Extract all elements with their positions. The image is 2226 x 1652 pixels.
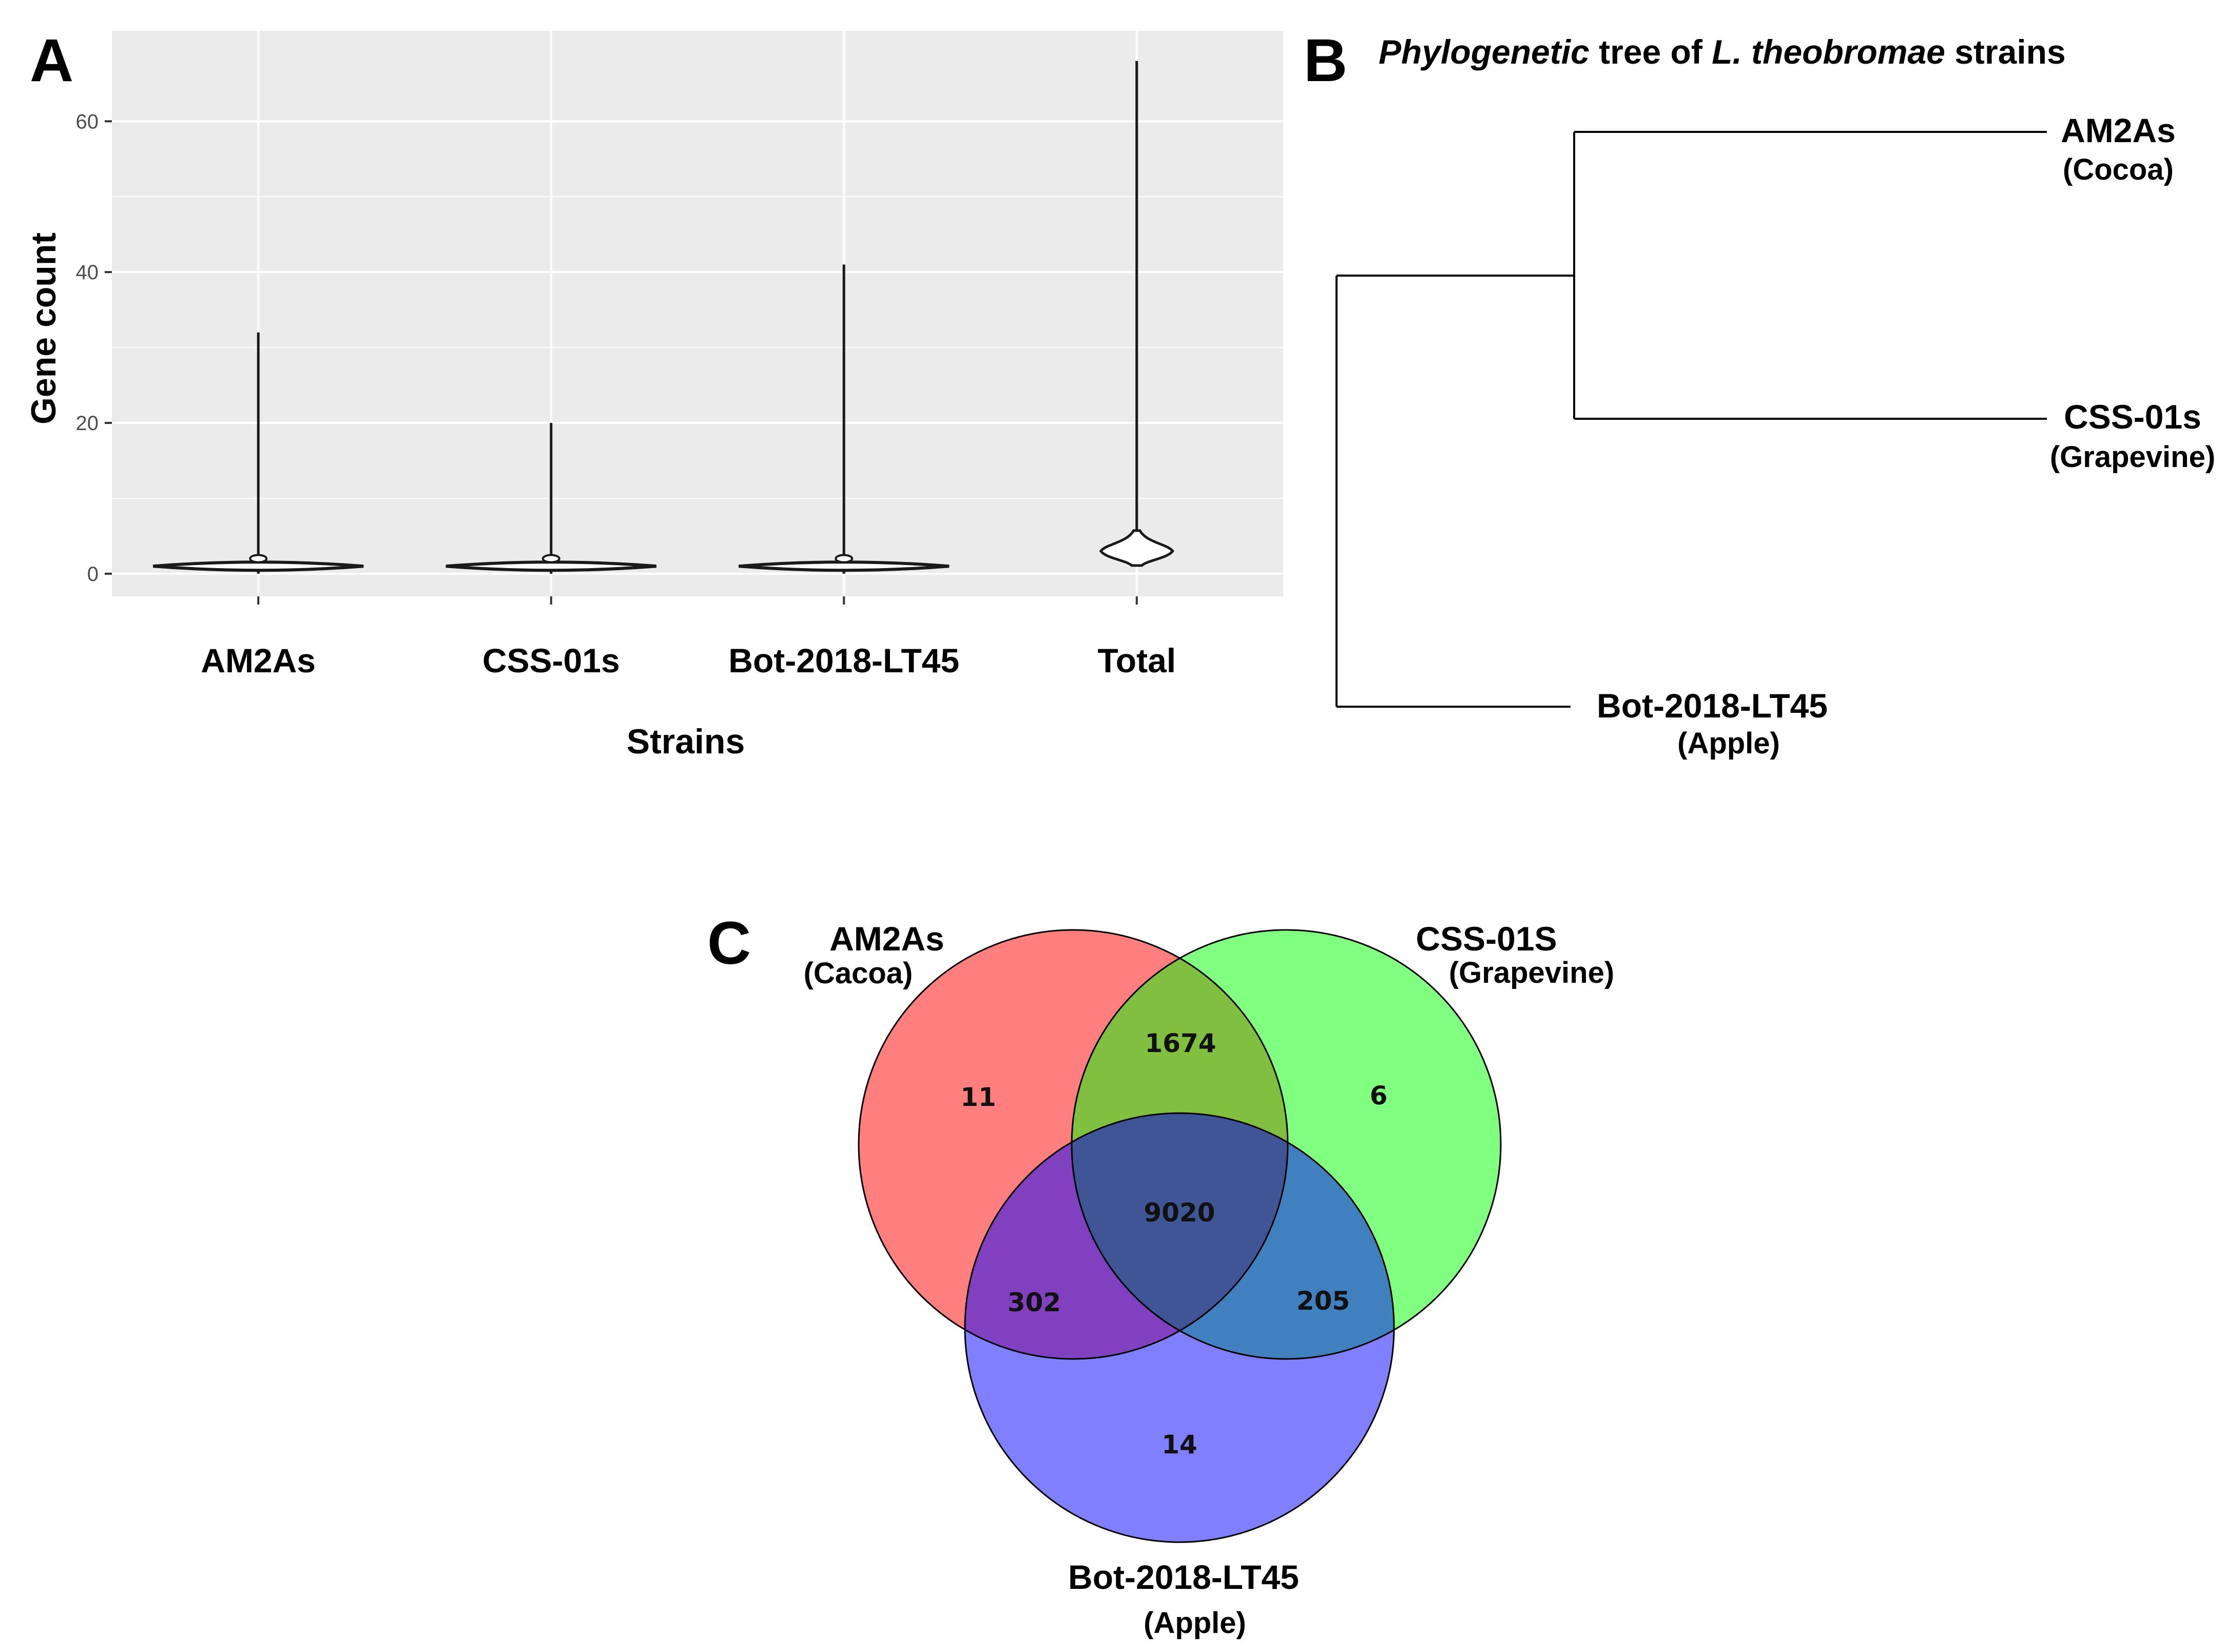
venn-count-am2as-bot: 302: [1008, 1288, 1061, 1317]
y-tick-label: 20: [76, 412, 99, 435]
y-axis-title: Gene count: [24, 232, 63, 424]
panel-letter-b: B: [1304, 27, 1347, 94]
violin: [446, 423, 656, 574]
violin-body: [446, 560, 656, 572]
panel-letter-c: C: [707, 909, 751, 977]
plot-background: [112, 31, 1283, 596]
tree-leaf-am2as: AM2As: [2061, 111, 2176, 149]
violin-body: [1099, 529, 1174, 567]
y-tick-label: 0: [87, 563, 99, 586]
violin: [739, 264, 950, 574]
venn-outline-bot: [964, 1112, 1395, 1543]
venn-label-bot: Bot-2018-LT45: [1068, 1558, 1299, 1596]
y-tick-label: 40: [76, 261, 99, 284]
tree-leaf-css01s: CSS-01s: [2064, 398, 2201, 436]
venn-outline-css01s: [1071, 929, 1502, 1360]
x-tick-label: Total: [1097, 642, 1176, 679]
venn-count-all: 9020: [1144, 1198, 1215, 1228]
violin: [153, 332, 364, 574]
x-axis-title: Strains: [627, 722, 745, 761]
violin-nub: [541, 554, 560, 563]
violin-body: [153, 560, 364, 572]
violin-body: [739, 560, 950, 572]
violin-nub: [249, 554, 268, 563]
venn-label-css01s: CSS-01S: [1416, 920, 1557, 958]
tree-title-middle: tree of: [1590, 33, 1712, 71]
panel-letter-a: A: [30, 27, 73, 94]
venn-label-css01s-host: (Grapevine): [1449, 956, 1614, 989]
panel-a: A 0 20 40 60 AM2As CSS-01s Bot-2018-LT45 Total…: [24, 27, 1283, 761]
violin: [1099, 61, 1174, 567]
venn-count-am2as-css01s: 1674: [1145, 1028, 1216, 1058]
x-tick-label: Bot-2018-LT45: [728, 642, 959, 679]
venn-fills: [859, 930, 1501, 1542]
venn-outlines: [858, 929, 1502, 1543]
tree-title-species: L. theobromae: [1712, 33, 1945, 71]
panel-c: C 11 6 14 1674 302 205 9020 AM2As: [707, 909, 1614, 1640]
tree-title: Phylogenetic tree of L. theobromae strai…: [1379, 33, 2066, 71]
violin-nub: [835, 554, 854, 563]
tree-leaf-bot-host: (Apple): [1677, 727, 1780, 760]
tree-leaf-css01s-host: (Grapevine): [2050, 440, 2215, 474]
tree-leaf-am2as-host: (Cocoa): [2063, 153, 2174, 186]
x-axis-ticks: AM2As CSS-01s Bot-2018-LT45 Total: [201, 596, 1176, 679]
venn-count-css01s-bot: 205: [1296, 1286, 1350, 1316]
x-tick-label: AM2As: [201, 642, 316, 679]
violins: [153, 61, 1174, 574]
venn-count-only-css01s: 6: [1370, 1081, 1388, 1111]
y-tick-label: 60: [76, 110, 99, 133]
y-axis-ticks: 0 20 40 60: [76, 110, 112, 586]
venn-label-bot-host: (Apple): [1144, 1606, 1246, 1640]
venn-outline-am2as: [858, 929, 1289, 1360]
panel-b: B Phylogenetic tree of L. theobromae str…: [1304, 27, 2215, 760]
venn-count-only-bot: 14: [1162, 1430, 1197, 1460]
tree-leaf-bot: Bot-2018-LT45: [1597, 687, 1828, 725]
tree-title-prefix: Phylogenetic: [1379, 33, 1590, 71]
x-tick-label: CSS-01s: [482, 642, 620, 679]
tree-title-suffix: strains: [1945, 33, 2066, 71]
venn-label-am2as-host: (Cacoa): [804, 957, 913, 990]
venn-label-am2as: AM2As: [829, 920, 944, 958]
venn-count-only-am2as: 11: [960, 1082, 996, 1112]
tree-branches: [1335, 131, 2047, 708]
